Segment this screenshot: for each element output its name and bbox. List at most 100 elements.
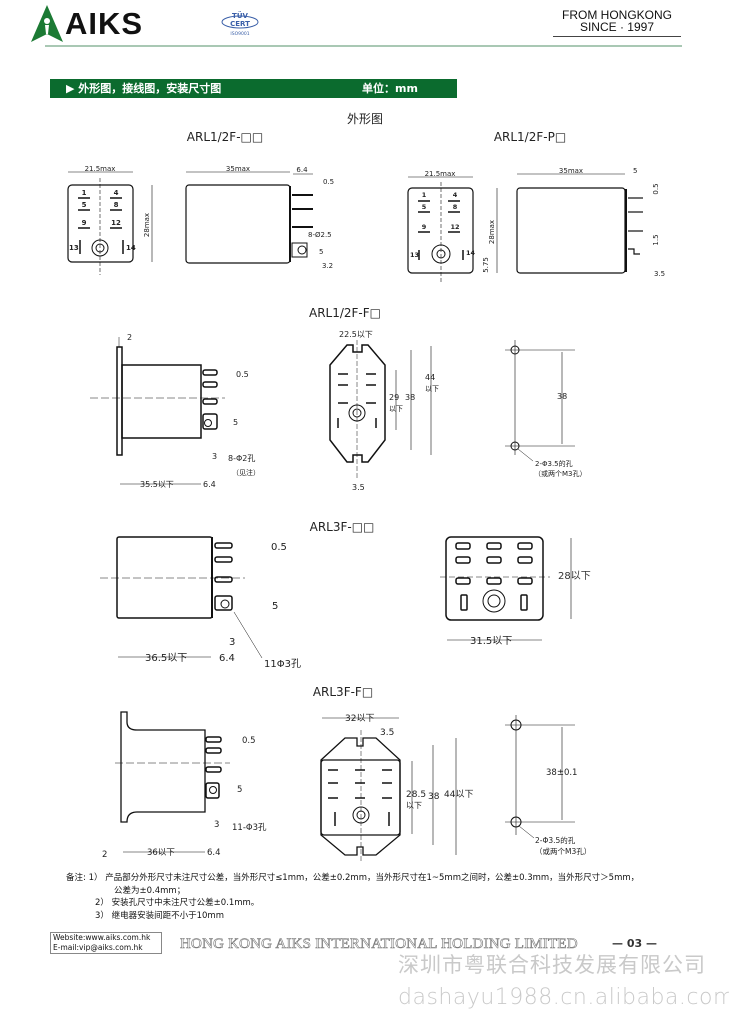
svg-text:8: 8: [453, 203, 458, 211]
svg-text:38: 38: [557, 392, 567, 401]
svg-text:以下: 以下: [406, 801, 422, 810]
svg-text:5: 5: [422, 203, 427, 211]
tagline: FROM HONGKONG SINCE · 1997: [553, 9, 681, 37]
svg-text:ISO9001: ISO9001: [230, 31, 249, 37]
website-link[interactable]: Website:www.aiks.com.hk: [53, 933, 151, 942]
svg-text:（或两个M3孔）: （或两个M3孔）: [534, 469, 587, 478]
svg-text:35max: 35max: [559, 167, 583, 175]
note-1-cont: 公差为±0.4mm；: [114, 885, 186, 896]
tuv-cert-logo: TÜV CERT ISO9001: [221, 11, 259, 37]
svg-text:0.5: 0.5: [323, 178, 334, 186]
svg-text:44: 44: [425, 373, 435, 382]
drawing-title: ARL1/2F-F□: [309, 306, 381, 320]
svg-text:4: 4: [114, 189, 119, 197]
tagline-from: FROM HONGKONG: [562, 8, 672, 22]
svg-text:5: 5: [233, 418, 238, 427]
svg-text:21.5max: 21.5max: [425, 170, 456, 178]
svg-text:38: 38: [405, 393, 415, 402]
svg-text:以下: 以下: [425, 385, 439, 393]
svg-text:36.5以下: 36.5以下: [145, 653, 187, 664]
svg-text:3.2: 3.2: [322, 262, 333, 270]
section-bar: ▶ 外形图，接线图，安装尺寸图 单位：mm: [50, 79, 457, 98]
drawing-title: ARL3F-□□: [310, 520, 375, 534]
svg-text:44以下: 44以下: [444, 790, 473, 800]
svg-text:1: 1: [82, 189, 87, 197]
svg-text:28max: 28max: [143, 213, 151, 237]
svg-text:32以下: 32以下: [345, 714, 374, 724]
email-link[interactable]: E-mail:vip@aiks.com.hk: [53, 942, 143, 952]
note-3: 3） 继电器安装间距不小于10mm: [95, 910, 224, 921]
svg-text:2: 2: [102, 850, 107, 860]
drawing-title: ARL1/2F-□□: [187, 130, 263, 144]
svg-text:5: 5: [272, 601, 278, 612]
svg-text:8: 8: [114, 201, 119, 209]
watermark-company: 深圳市粤联合科技发展有限公司: [398, 953, 706, 977]
drawing-arl3f-f: ARL3F-F□ 0.5 5 3 11-Φ3孔 2 36以下 6.4 32以下 …: [102, 685, 591, 862]
svg-text:14: 14: [466, 249, 476, 257]
svg-text:3: 3: [212, 452, 217, 461]
aiks-logo-icon: [31, 5, 63, 42]
svg-text:0.5: 0.5: [242, 736, 256, 746]
svg-text:28以下: 28以下: [558, 571, 591, 582]
svg-text:5: 5: [319, 248, 323, 256]
svg-text:3: 3: [214, 820, 219, 830]
note-1: 1） 产品部分外形尺寸未注尺寸公差，当外形尺寸≤1mm，公差±0.2mm，当外形…: [88, 873, 640, 883]
drawings-heading: 外形图: [347, 112, 383, 126]
svg-text:3.5: 3.5: [352, 483, 365, 492]
svg-text:5: 5: [237, 785, 242, 795]
svg-text:11Φ3孔: 11Φ3孔: [264, 658, 301, 670]
drawing-title: ARL3F-F□: [313, 685, 373, 699]
notes-label: 备注:: [66, 873, 86, 883]
header-divider: [45, 45, 682, 47]
drawing-arl3f: ARL3F-□□ 0.5 5 3 36.5以下 6.4 11Φ3孔 28以下 3…: [100, 520, 591, 670]
watermark-url: dashayu1988.cn.alibaba.com: [398, 985, 729, 1010]
svg-text:5: 5: [82, 201, 87, 209]
note-2: 2） 安装孔尺寸中未注尺寸公差±0.1mm。: [95, 898, 260, 908]
svg-text:22.5以下: 22.5以下: [339, 330, 373, 339]
svg-text:（见注）: （见注）: [232, 468, 260, 477]
svg-text:38±0.1: 38±0.1: [546, 768, 577, 778]
svg-text:5: 5: [633, 167, 637, 175]
svg-text:CERT: CERT: [230, 20, 250, 28]
svg-text:12: 12: [111, 219, 121, 227]
unit-label: 单位：mm: [362, 82, 418, 95]
svg-text:6.4: 6.4: [219, 653, 235, 664]
svg-text:28.5: 28.5: [406, 790, 426, 800]
svg-text:28max: 28max: [488, 220, 496, 244]
svg-text:36以下: 36以下: [147, 848, 175, 858]
svg-text:TÜV: TÜV: [232, 11, 248, 20]
svg-text:2: 2: [127, 333, 132, 342]
svg-text:9: 9: [82, 219, 87, 227]
svg-text:21.5max: 21.5max: [85, 165, 116, 173]
svg-text:2-Φ3.5的孔: 2-Φ3.5的孔: [535, 459, 573, 468]
svg-text:35max: 35max: [226, 165, 250, 173]
svg-text:31.5以下: 31.5以下: [470, 636, 512, 647]
svg-text:以下: 以下: [389, 405, 403, 413]
section-title: ▶ 外形图，接线图，安装尺寸图: [66, 82, 222, 95]
svg-text:38: 38: [428, 792, 440, 802]
svg-text:11-Φ3孔: 11-Φ3孔: [232, 823, 267, 833]
notes: 备注: 1） 产品部分外形尺寸未注尺寸公差，当外形尺寸≤1mm，公差±0.2mm…: [66, 872, 639, 922]
company-name: HONG KONG AIKS INTERNATIONAL HOLDING LIM…: [180, 936, 578, 953]
svg-text:3: 3: [229, 637, 235, 648]
brand-name: AIKS: [65, 6, 144, 41]
svg-text:12: 12: [450, 223, 459, 231]
tagline-since: SINCE · 1997: [579, 20, 655, 34]
svg-text:35.5以下: 35.5以下: [140, 480, 174, 489]
svg-text:6.4: 6.4: [203, 480, 216, 489]
contact-box: Website:www.aiks.com.hk E-mail:vip@aiks.…: [50, 932, 162, 954]
svg-text:0.5: 0.5: [236, 370, 249, 379]
drawing-title: ARL1/2F-P□: [494, 130, 566, 144]
svg-text:8-Φ2孔: 8-Φ2孔: [228, 454, 255, 463]
drawing-arl12f-f: ARL1/2F-F□ 2 0.5 5 3 8-Φ2孔 （见注） 35.5以下 6…: [90, 306, 587, 492]
page-number: — 03 —: [612, 937, 657, 950]
svg-text:13: 13: [410, 251, 419, 259]
svg-text:4: 4: [453, 191, 458, 199]
svg-text:13: 13: [69, 244, 79, 252]
svg-text:14: 14: [126, 244, 136, 252]
svg-text:1: 1: [422, 191, 427, 199]
svg-text:0.5: 0.5: [271, 542, 287, 553]
svg-text:3.5: 3.5: [380, 728, 394, 738]
